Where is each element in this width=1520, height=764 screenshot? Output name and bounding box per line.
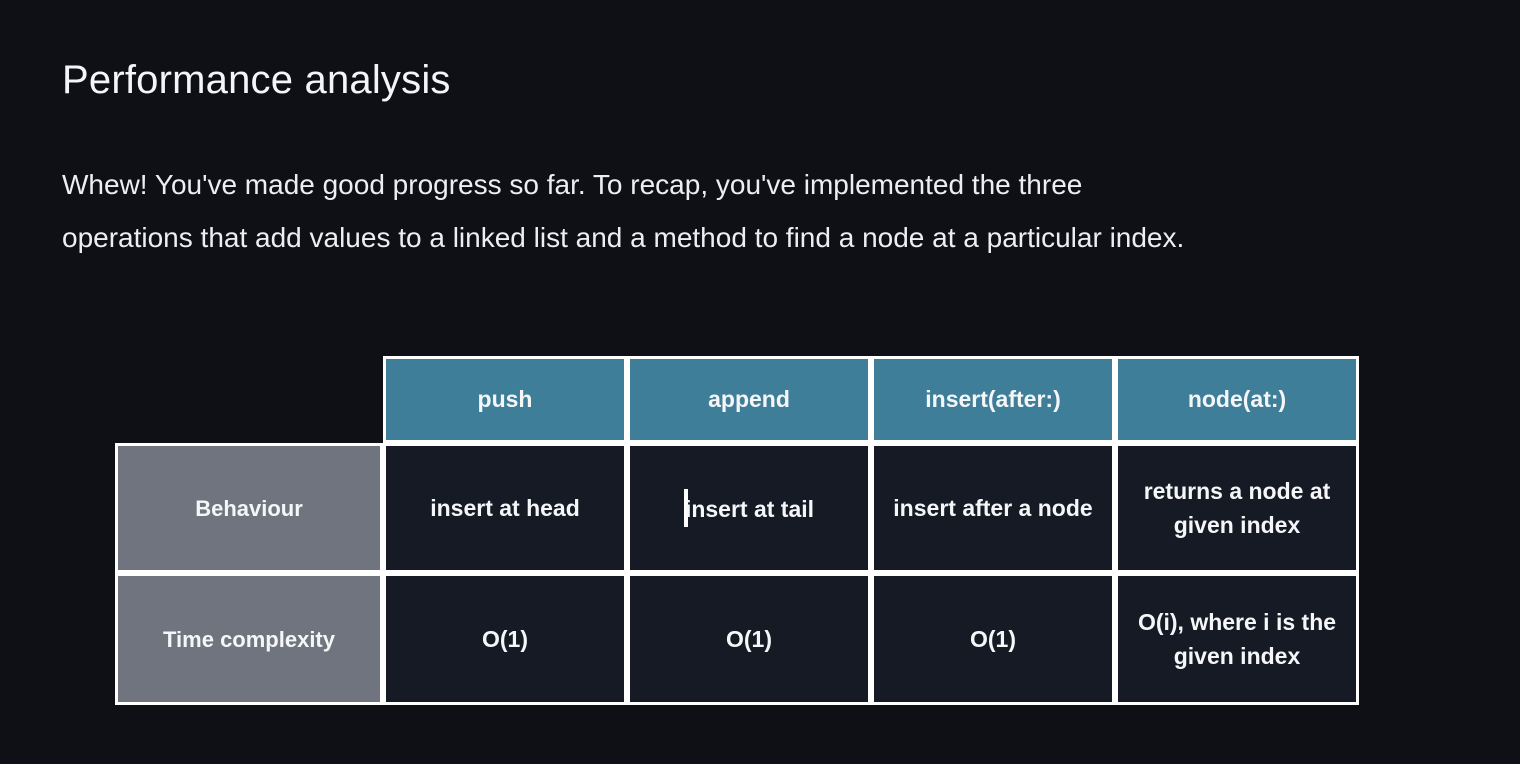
row-header-time-complexity[interactable]: Time complexity xyxy=(115,573,383,705)
col-header-append[interactable]: append xyxy=(627,356,871,443)
page-title: Performance analysis xyxy=(62,58,451,102)
cell-behaviour-append[interactable]: insert at tail xyxy=(627,443,871,573)
intro-line-2: operations that add values to a linked l… xyxy=(62,222,1185,253)
col-header-push[interactable]: push xyxy=(383,356,627,443)
cell-behaviour-insert-after[interactable]: insert after a node xyxy=(871,443,1115,573)
row-header-behaviour[interactable]: Behaviour xyxy=(115,443,383,573)
cell-behaviour-node-at[interactable]: returns a node at given index xyxy=(1115,443,1359,573)
cell-time-append[interactable]: O(1) xyxy=(627,573,871,705)
table-corner-spacer xyxy=(115,356,383,443)
cell-time-push[interactable]: O(1) xyxy=(383,573,627,705)
performance-table: push append insert(after:) node(at:) Beh… xyxy=(115,356,1359,705)
col-header-node-at[interactable]: node(at:) xyxy=(1115,356,1359,443)
intro-line-1: Whew! You've made good progress so far. … xyxy=(62,169,1083,200)
intro-paragraph: Whew! You've made good progress so far. … xyxy=(62,158,1402,264)
cell-time-insert-after[interactable]: O(1) xyxy=(871,573,1115,705)
col-header-insert-after[interactable]: insert(after:) xyxy=(871,356,1115,443)
text-cursor xyxy=(683,489,688,527)
cell-time-node-at[interactable]: O(i), where i is the given index xyxy=(1115,573,1359,705)
cell-behaviour-push[interactable]: insert at head xyxy=(383,443,627,573)
